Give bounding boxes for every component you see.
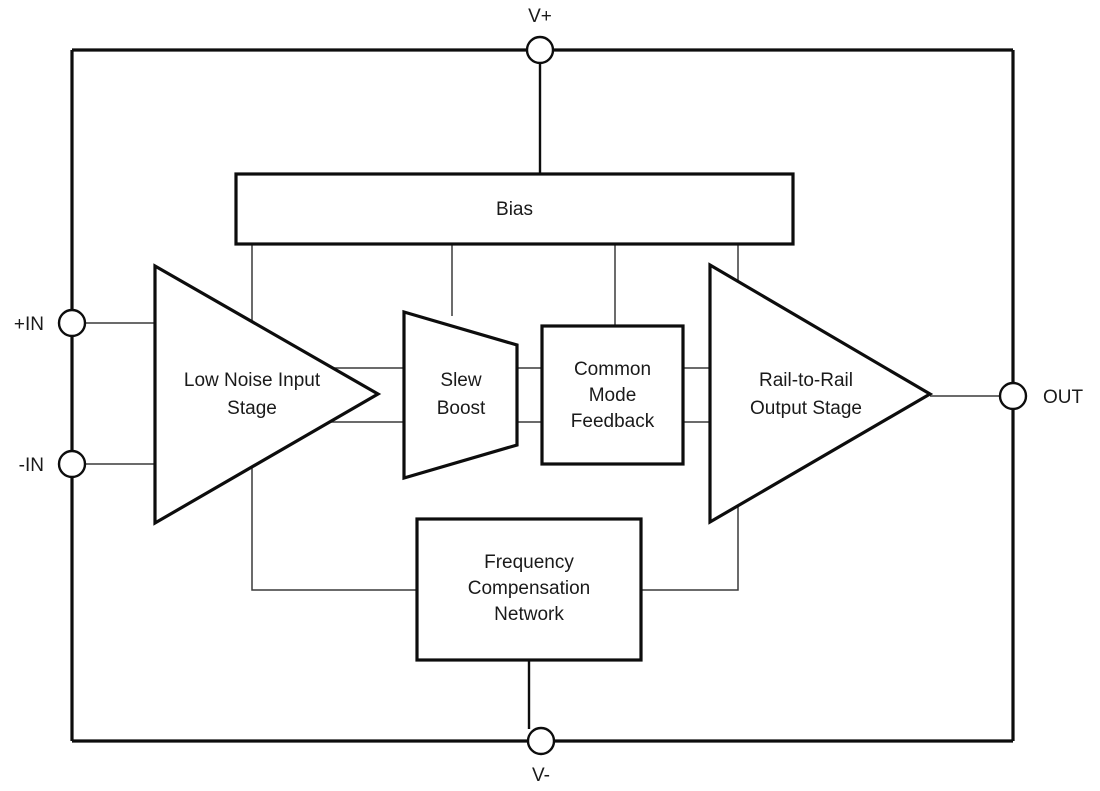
terminal-labels: V+ V- +IN -IN OUT bbox=[14, 6, 1084, 786]
slew-boost-label-line1: Slew bbox=[440, 370, 481, 391]
terminal-label-vplus: V+ bbox=[528, 6, 552, 27]
block-frequency-compensation-network[interactable]: Frequency Compensation Network bbox=[415, 517, 643, 662]
frequency-compensation-network-label-line3: Network bbox=[494, 604, 564, 625]
terminal-label-vminus: V- bbox=[532, 765, 550, 786]
terminal-node-out-icon[interactable] bbox=[998, 381, 1028, 411]
block-bias[interactable]: Bias bbox=[234, 172, 795, 246]
block-common-mode-feedback[interactable]: Common Mode Feedback bbox=[540, 324, 685, 466]
common-mode-feedback-label-line3: Feedback bbox=[571, 411, 655, 432]
terminal-node-vminus-icon[interactable] bbox=[526, 726, 556, 756]
bias-block-outline bbox=[234, 172, 795, 246]
terminal-node-inminus-icon[interactable] bbox=[57, 449, 87, 479]
block-low-noise-input-stage[interactable]: Low Noise Input Stage bbox=[153, 263, 382, 526]
package-outline bbox=[70, 48, 1015, 743]
rail-to-rail-output-stage-label-line1: Rail-to-Rail bbox=[759, 370, 853, 391]
low-noise-input-stage-label-line2: Stage bbox=[227, 398, 277, 419]
common-mode-feedback-label-line1: Common bbox=[574, 359, 651, 380]
common-mode-feedback-outline bbox=[540, 324, 685, 466]
slew-boost-label-line2: Boost bbox=[437, 398, 486, 419]
frequency-compensation-network-outline bbox=[415, 517, 643, 662]
terminal-node-inplus-icon[interactable] bbox=[57, 308, 87, 338]
slew-boost-outline bbox=[402, 309, 519, 481]
rail-to-rail-output-stage-label-line2: Output Stage bbox=[750, 398, 862, 419]
rail-to-rail-output-stage-outline bbox=[708, 262, 934, 525]
terminal-label-inminus: -IN bbox=[19, 455, 44, 476]
low-noise-input-stage-outline bbox=[153, 263, 382, 526]
low-noise-input-stage-label-line1: Low Noise Input bbox=[184, 370, 321, 391]
terminal-label-inplus: +IN bbox=[14, 314, 44, 335]
bias-block-label: Bias bbox=[496, 199, 533, 220]
terminal-nodes bbox=[57, 35, 1028, 756]
frequency-compensation-network-label-line2: Compensation bbox=[468, 578, 591, 599]
block-slew-boost[interactable]: Slew Boost bbox=[402, 309, 519, 481]
block-rail-to-rail-output-stage[interactable]: Rail-to-Rail Output Stage bbox=[708, 262, 934, 525]
pin-stubs bbox=[84, 62, 1001, 729]
common-mode-feedback-label-line2: Mode bbox=[589, 385, 637, 406]
interstage-signal-net bbox=[330, 367, 710, 423]
terminal-label-out: OUT bbox=[1043, 387, 1084, 408]
frequency-compensation-network-label-line1: Frequency bbox=[484, 552, 574, 573]
terminal-node-vplus-icon[interactable] bbox=[525, 35, 555, 65]
